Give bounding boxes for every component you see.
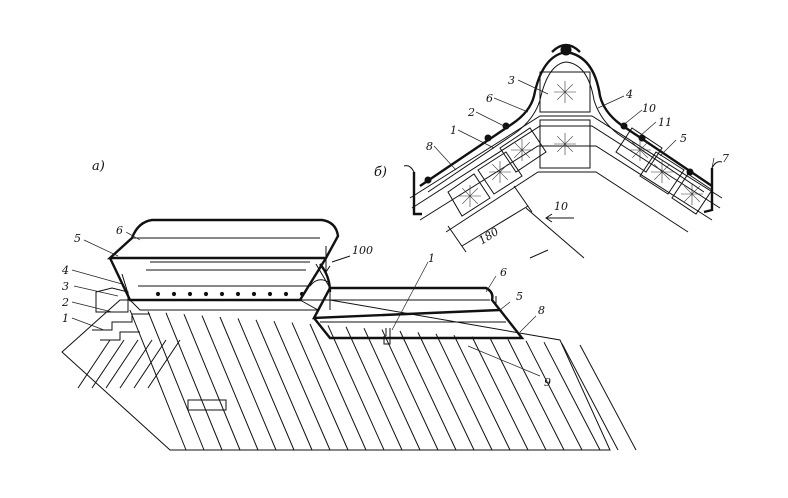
slope-blocks (447, 127, 713, 217)
sheet-line (381, 329, 439, 451)
left-callout-2: 2 (61, 296, 69, 309)
rivet (299, 291, 305, 297)
left-view-caption: а) (92, 159, 105, 174)
wood-grain-hatching (459, 81, 703, 207)
sheet-line (309, 323, 367, 451)
right-callout-8: 8 (426, 140, 433, 153)
wood-grain-line (514, 142, 530, 158)
ridge-rivets (155, 291, 305, 297)
rivet (219, 291, 225, 297)
sheet-line (579, 344, 637, 451)
left-callout-4: 4 (61, 264, 69, 277)
left-callout-9: 9 (544, 376, 551, 389)
sheet-line (453, 334, 511, 451)
left-leaders (71, 231, 541, 377)
right-callout-7: 7 (722, 152, 729, 165)
ridge-cap-raised (106, 218, 340, 311)
left-callout-3: 3 (62, 280, 69, 293)
wood-grain-line (654, 164, 670, 180)
roof-slope (61, 287, 637, 451)
sheet-line (327, 325, 385, 451)
dimension-100: 100 (321, 244, 373, 273)
apex-block (539, 71, 591, 113)
sheet-line (147, 311, 205, 451)
ridge-section-cap (419, 43, 713, 193)
sheet-line (91, 339, 125, 389)
rivet (155, 291, 161, 297)
rivet (187, 291, 193, 297)
left-callout-5a: 5 (74, 232, 81, 245)
center-block (539, 119, 591, 169)
sheet-line (345, 326, 403, 451)
sheet-line (133, 339, 167, 389)
ridge-section-slopes (403, 115, 723, 233)
sheet-line (543, 341, 601, 451)
left-callout-1a: 1 (62, 312, 69, 325)
left-view-ridge-detail: а) (61, 159, 637, 451)
sheet-line (291, 322, 349, 451)
dimension-180: 180 (447, 185, 585, 259)
sheet-line (105, 339, 139, 389)
right-callout-6: 6 (486, 92, 493, 105)
rivet (251, 291, 257, 297)
dimension-180-label: 180 (476, 225, 501, 247)
sheet-line (147, 339, 181, 389)
sheet-line (561, 343, 619, 451)
sheet-line (489, 337, 547, 451)
wood-grain-line (492, 164, 508, 180)
sheet-line (219, 316, 277, 451)
dimension-10-label: 10 (554, 200, 568, 213)
dimension-10: 10 (545, 200, 574, 223)
right-callout-2: 2 (467, 106, 475, 119)
sheet-line (237, 318, 295, 451)
wood-grain-line (462, 188, 478, 204)
right-callout-4: 4 (625, 88, 633, 101)
rivet (283, 291, 289, 297)
left-callout-1b: 1 (428, 252, 435, 265)
right-callout-10: 10 (642, 102, 656, 115)
dimension-100-label: 100 (352, 244, 373, 257)
rivet (235, 291, 241, 297)
sheet-line (183, 314, 241, 451)
rivet (267, 291, 273, 297)
sheet-line (435, 333, 493, 451)
left-callout-6b: 6 (500, 266, 507, 279)
right-callout-3: 3 (508, 74, 515, 87)
ridge-cap-lower (311, 286, 525, 345)
sheet-line (507, 339, 565, 451)
rivet (171, 291, 177, 297)
right-callout-1: 1 (450, 124, 457, 137)
sheet-line (399, 330, 457, 451)
timber-blocks (539, 71, 591, 169)
right-view-ridge-section: б) (374, 43, 729, 259)
sheet-line (417, 332, 475, 451)
sheet-line (471, 336, 529, 451)
wood-grain-line (557, 84, 573, 100)
wood-grain-line (632, 142, 648, 158)
sheet-line (201, 315, 259, 451)
wood-grain-line (684, 186, 700, 202)
sheet-line (165, 312, 223, 451)
left-callout-8: 8 (538, 304, 545, 317)
right-view-caption: б) (374, 165, 387, 180)
sheet-line (119, 339, 153, 389)
wood-grain-line (557, 136, 573, 152)
rivet (203, 291, 209, 297)
left-callout-5b: 5 (516, 290, 523, 303)
sheet-line (255, 319, 313, 451)
sheet-line (129, 309, 187, 451)
right-callout-5: 5 (680, 132, 687, 145)
right-leaders (433, 79, 715, 171)
sheet-line (77, 339, 111, 389)
sheet-line (525, 340, 583, 451)
sheet-line (273, 321, 331, 451)
right-callout-11: 11 (658, 116, 672, 129)
left-callout-6a: 6 (116, 224, 123, 237)
corrugated-sheet-lines (77, 309, 637, 451)
sheet-line (363, 327, 421, 451)
